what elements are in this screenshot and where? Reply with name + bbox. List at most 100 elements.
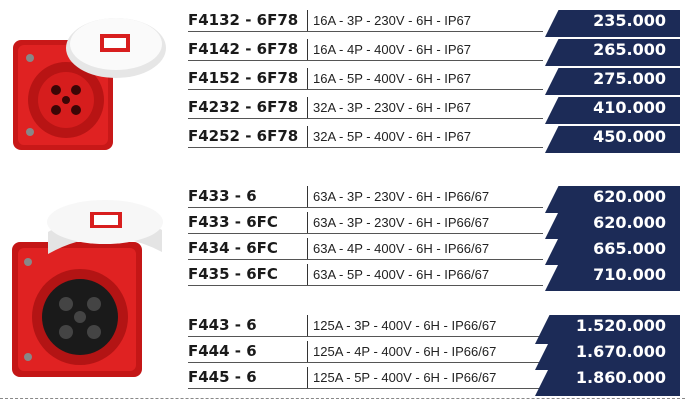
- product-price: 620.000: [593, 213, 666, 232]
- column-separator: [307, 39, 308, 61]
- product-price: 235.000: [593, 11, 666, 30]
- product-code: F444 - 6: [188, 342, 257, 360]
- product-code: F4252 - 6F78: [188, 127, 299, 145]
- price-badge-shape: [535, 315, 680, 344]
- product-row: F434 - 6FC 63A - 4P - 400V - 6H - IP66/6…: [188, 236, 680, 265]
- product-code: F443 - 6: [188, 316, 257, 334]
- product-spec: 63A - 3P - 230V - 6H - IP66/67: [313, 189, 490, 204]
- price-badge: 1.520.000: [535, 315, 680, 344]
- price-badge: 710.000: [545, 264, 680, 291]
- product-spec: 32A - 3P - 230V - 6H - IP67: [313, 100, 472, 115]
- product-price: 265.000: [593, 40, 666, 59]
- column-separator: [307, 367, 308, 389]
- product-price: 410.000: [593, 98, 666, 117]
- price-badge-fill: [535, 315, 680, 344]
- price-badge: 620.000: [545, 212, 680, 239]
- column-separator: [307, 126, 308, 148]
- row-underline: [188, 60, 543, 61]
- column-separator: [307, 315, 308, 337]
- product-spec: 16A - 3P - 230V - 6H - IP67: [313, 13, 472, 28]
- row-underline: [188, 362, 543, 363]
- product-row: F433 - 6FC 63A - 3P - 230V - 6H - IP66/6…: [188, 210, 680, 239]
- price-badge: 410.000: [545, 97, 680, 124]
- column-separator: [307, 97, 308, 119]
- column-separator: [307, 186, 308, 208]
- product-row: F4232 - 6F78 32A - 3P - 230V - 6H - IP67…: [188, 95, 680, 124]
- price-badge-fill: [535, 341, 680, 370]
- price-badge: 450.000: [545, 126, 680, 153]
- product-spec: 63A - 3P - 230V - 6H - IP66/67: [313, 215, 490, 230]
- price-badge-shape: [545, 212, 680, 239]
- product-code: F434 - 6FC: [188, 239, 278, 257]
- product-code: F4232 - 6F78: [188, 98, 299, 116]
- price-badge-fill: [545, 212, 680, 239]
- row-underline: [188, 147, 543, 148]
- product-price: 1.670.000: [575, 342, 666, 361]
- price-badge: 1.860.000: [535, 367, 680, 396]
- column-separator: [307, 10, 308, 32]
- price-badge-shape: [545, 186, 680, 213]
- product-code: F4152 - 6F78: [188, 69, 299, 87]
- product-row: F433 - 6 63A - 3P - 230V - 6H - IP66/67 …: [188, 184, 680, 213]
- price-badge-fill: [545, 238, 680, 265]
- product-spec: 16A - 5P - 400V - 6H - IP67: [313, 71, 472, 86]
- row-underline: [188, 233, 543, 234]
- product-spec: 63A - 4P - 400V - 6H - IP66/67: [313, 241, 490, 256]
- product-row: F4132 - 6F78 16A - 3P - 230V - 6H - IP67…: [188, 8, 680, 37]
- price-badge-shape: [545, 97, 680, 124]
- price-badge: 1.670.000: [535, 341, 680, 370]
- price-badge: 265.000: [545, 39, 680, 66]
- row-underline: [188, 31, 543, 32]
- column-separator: [307, 238, 308, 260]
- dotted-divider: [0, 398, 685, 399]
- product-row: F445 - 6 125A - 5P - 400V - 6H - IP66/67…: [188, 365, 680, 396]
- price-badge: 665.000: [545, 238, 680, 265]
- price-badge-shape: [545, 264, 680, 291]
- product-code: F435 - 6FC: [188, 265, 278, 283]
- product-row: F4142 - 6F78 16A - 4P - 400V - 6H - IP67…: [188, 37, 680, 66]
- product-price: 710.000: [593, 265, 666, 284]
- socket-16a-image: [8, 10, 168, 160]
- row-underline: [188, 285, 543, 286]
- product-price: 665.000: [593, 239, 666, 258]
- product-row: F444 - 6 125A - 4P - 400V - 6H - IP66/67…: [188, 339, 680, 370]
- product-price: 620.000: [593, 187, 666, 206]
- price-badge: 620.000: [545, 186, 680, 213]
- price-badge-shape: [535, 367, 680, 396]
- price-badge-fill: [545, 97, 680, 124]
- product-code: F445 - 6: [188, 368, 257, 386]
- row-underline: [188, 336, 543, 337]
- price-badge-shape: [545, 126, 680, 153]
- socket-63a-icon: [12, 200, 163, 377]
- product-code: F433 - 6FC: [188, 213, 278, 231]
- product-row: F4252 - 6F78 32A - 5P - 400V - 6H - IP67…: [188, 124, 680, 153]
- product-row: F443 - 6 125A - 3P - 400V - 6H - IP66/67…: [188, 313, 680, 344]
- product-spec: 125A - 4P - 400V - 6H - IP66/67: [313, 344, 497, 359]
- column-separator: [307, 341, 308, 363]
- price-badge-shape: [545, 68, 680, 95]
- product-spec: 63A - 5P - 400V - 6H - IP66/67: [313, 267, 490, 282]
- row-underline: [188, 207, 543, 208]
- row-underline: [188, 259, 543, 260]
- price-badge: 275.000: [545, 68, 680, 95]
- price-badge: 235.000: [545, 10, 680, 37]
- product-spec: 32A - 5P - 400V - 6H - IP67: [313, 129, 472, 144]
- price-badge-shape: [545, 238, 680, 265]
- product-row: F435 - 6FC 63A - 5P - 400V - 6H - IP66/6…: [188, 262, 680, 291]
- row-underline: [188, 89, 543, 90]
- product-price: 1.520.000: [575, 316, 666, 335]
- price-badge-shape: [535, 341, 680, 370]
- product-code: F4142 - 6F78: [188, 40, 299, 58]
- socket-16a-icon: [13, 18, 166, 150]
- product-price: 275.000: [593, 69, 666, 88]
- product-price: 1.860.000: [575, 368, 666, 387]
- column-separator: [307, 264, 308, 286]
- product-row: F4152 - 6F78 16A - 5P - 400V - 6H - IP67…: [188, 66, 680, 95]
- product-code: F433 - 6: [188, 187, 257, 205]
- product-spec: 16A - 4P - 400V - 6H - IP67: [313, 42, 472, 57]
- row-underline: [188, 388, 543, 389]
- product-code: F4132 - 6F78: [188, 11, 299, 29]
- price-badge-shape: [545, 10, 680, 37]
- price-badge-fill: [535, 367, 680, 396]
- column-separator: [307, 212, 308, 234]
